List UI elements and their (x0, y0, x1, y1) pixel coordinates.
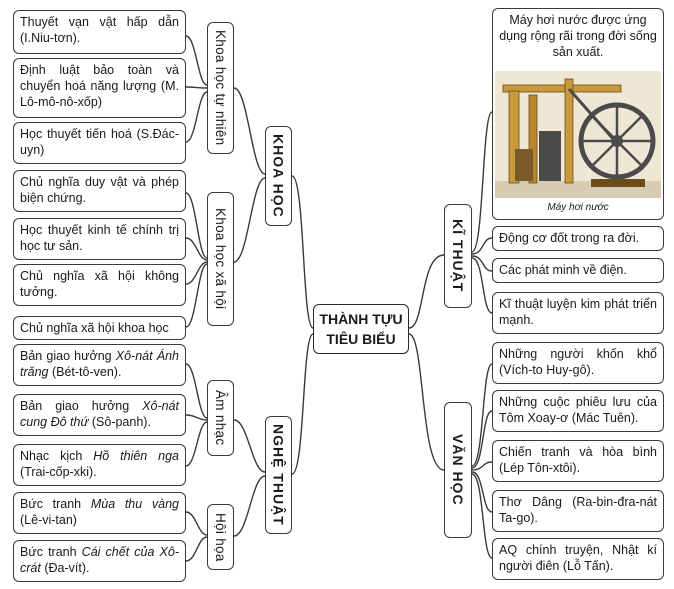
item-hugo: Những người khốn khổ (Vích-to Huy-gô). (492, 342, 664, 384)
category-van-hoc: VĂN HỌC (444, 402, 472, 538)
item-levitan: Bức tranh Mùa thu vàng (Lê-vi-tan) (13, 492, 186, 534)
connector (233, 87, 266, 175)
connector (471, 461, 493, 471)
connector (233, 475, 266, 537)
connector (185, 192, 208, 259)
connector (185, 237, 208, 261)
connector (185, 91, 208, 143)
connector (471, 410, 493, 469)
connector (408, 333, 445, 471)
subcategory-am-nhac: Âm nhạc (207, 380, 234, 456)
steam-engine-text: Máy hơi nước được ứng dụng rộng rãi tron… (499, 13, 657, 59)
item-david: Bức tranh Cái chết của Xô-crát (Đa-vít). (13, 540, 186, 582)
category-khoa-hoc: KHOA HỌC (265, 126, 292, 226)
connector (185, 414, 208, 421)
item-tagore: Thơ Dâng (Ra-bin-đra-nát Ta-go). (492, 490, 664, 532)
item-duy-vat: Chủ nghĩa duy vật và phép biện chứng. (13, 170, 186, 212)
category-nghe-thuat: NGHỆ THUẬT (265, 416, 292, 534)
item-lomonosov: Định luật bảo toàn và chuyển hoá năng lư… (13, 58, 186, 118)
connector (185, 86, 208, 89)
item-beethoven: Bản giao hưởng Xô-nát Ánh trăng (Bét-tô-… (13, 344, 186, 386)
connector (185, 261, 208, 285)
item-khong-tuong: Chủ nghĩa xã hội không tưởng. (13, 264, 186, 306)
connector (185, 35, 208, 86)
subcategory-khoa-hoc-xa-hoi: Khoa học xã hội (207, 192, 234, 326)
item-tchaikovsky: Nhạc kịch Hồ thiên nga (Trai-cốp-xki). (13, 444, 186, 486)
item-twain: Những cuộc phiêu lưu của Tôm Xoay-ơ (Mác… (492, 390, 664, 432)
steam-engine-illustration (495, 71, 661, 198)
subcategory-khoa-hoc-tu-nhien: Khoa học tự nhiên (207, 22, 234, 154)
connector (185, 263, 208, 328)
connector (471, 237, 493, 255)
connector (233, 419, 266, 473)
connector (471, 111, 493, 253)
item-kinh-te: Học thuyết kinh tế chính trị học tư sản. (13, 218, 186, 260)
connector (291, 175, 314, 329)
center-node: THÀNH TỰU TIÊU BIỂU (313, 304, 409, 354)
item-xhcn-khoa-hoc: Chủ nghĩa xã hội khoa học (13, 316, 186, 340)
item-darwin: Học thuyết tiến hoá (S.Đác-uyn) (13, 122, 186, 164)
item-newton: Thuyết vạn vật hấp dẫn (I.Niu-tơn). (13, 10, 186, 54)
center-line-1: THÀNH TỰU (319, 311, 403, 327)
connector (408, 254, 445, 329)
steam-engine-caption: Máy hơi nước (547, 202, 609, 213)
connector (185, 536, 208, 562)
connector (233, 177, 266, 263)
connector (471, 473, 493, 559)
item-tolstoy: Chiến tranh và hòa bình (Lép Tôn-xtôi). (492, 440, 664, 482)
connector (471, 257, 493, 314)
subcategory-hoi-hoa: Hội họa (207, 504, 234, 570)
item-metallurgy: Kĩ thuật luyện kim phát triển mạnh. (492, 292, 664, 334)
connector (471, 255, 493, 272)
item-electric: Các phát minh về điện. (492, 258, 664, 283)
connector (471, 471, 493, 513)
connector (185, 511, 208, 536)
item-chopin: Bản giao hưởng Xô-nát cung Đô thứ (Sô-pa… (13, 394, 186, 436)
item-internal-combustion: Động cơ đốt trong ra đời. (492, 226, 664, 251)
connector (185, 363, 208, 419)
item-luxun: AQ chính truyện, Nhật kí người điên (Lỗ … (492, 538, 664, 580)
category-ki-thuat: KĨ THUẬT (444, 204, 472, 308)
center-line-2: TIÊU BIỂU (326, 331, 396, 347)
connector (291, 333, 314, 475)
connector (185, 421, 208, 467)
connector (471, 363, 493, 467)
